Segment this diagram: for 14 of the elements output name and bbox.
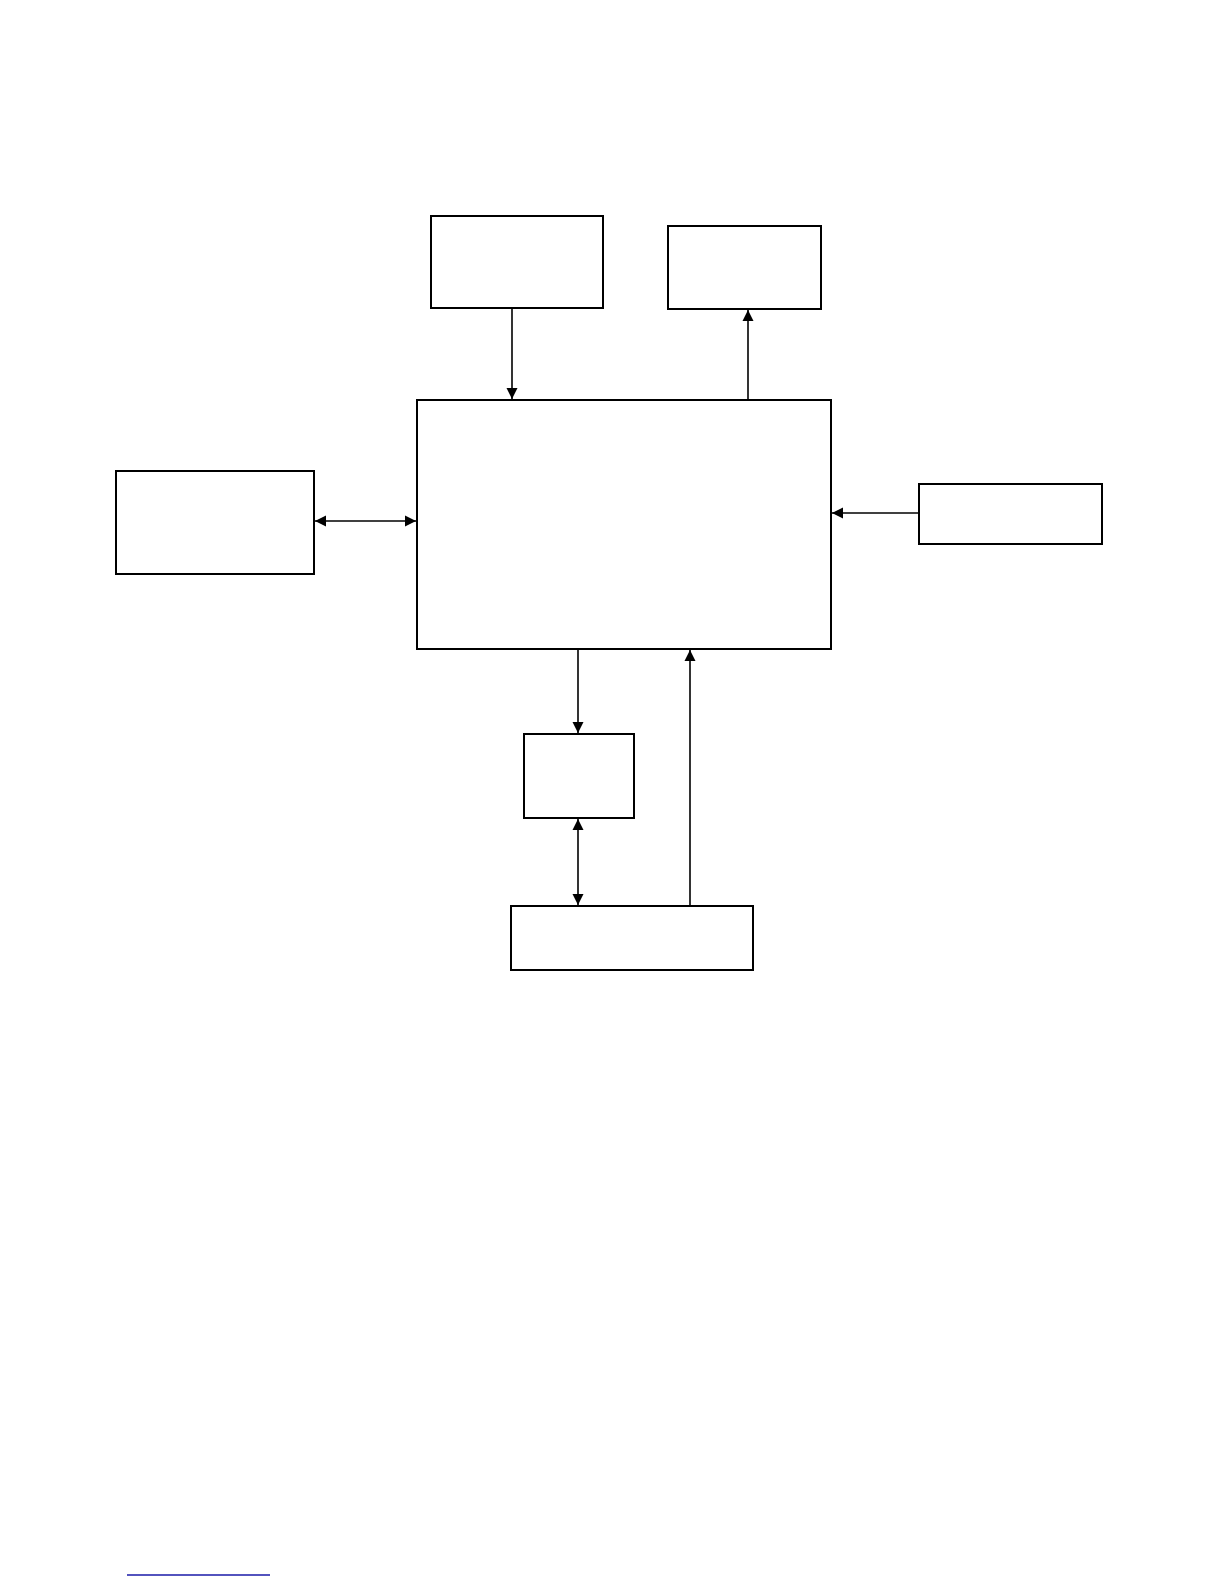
arrow — [506, 308, 518, 400]
double-arrow — [314, 515, 417, 527]
arrow — [742, 309, 754, 400]
double-arrow — [572, 818, 584, 906]
arrow — [831, 507, 919, 519]
empty-box — [523, 733, 635, 819]
empty-box — [667, 225, 822, 310]
empty-box — [918, 483, 1103, 545]
arrow — [572, 649, 584, 734]
arrow — [684, 649, 696, 906]
empty-box — [416, 399, 832, 650]
empty-box — [115, 470, 315, 575]
empty-box — [430, 215, 604, 309]
empty-box — [510, 905, 754, 971]
